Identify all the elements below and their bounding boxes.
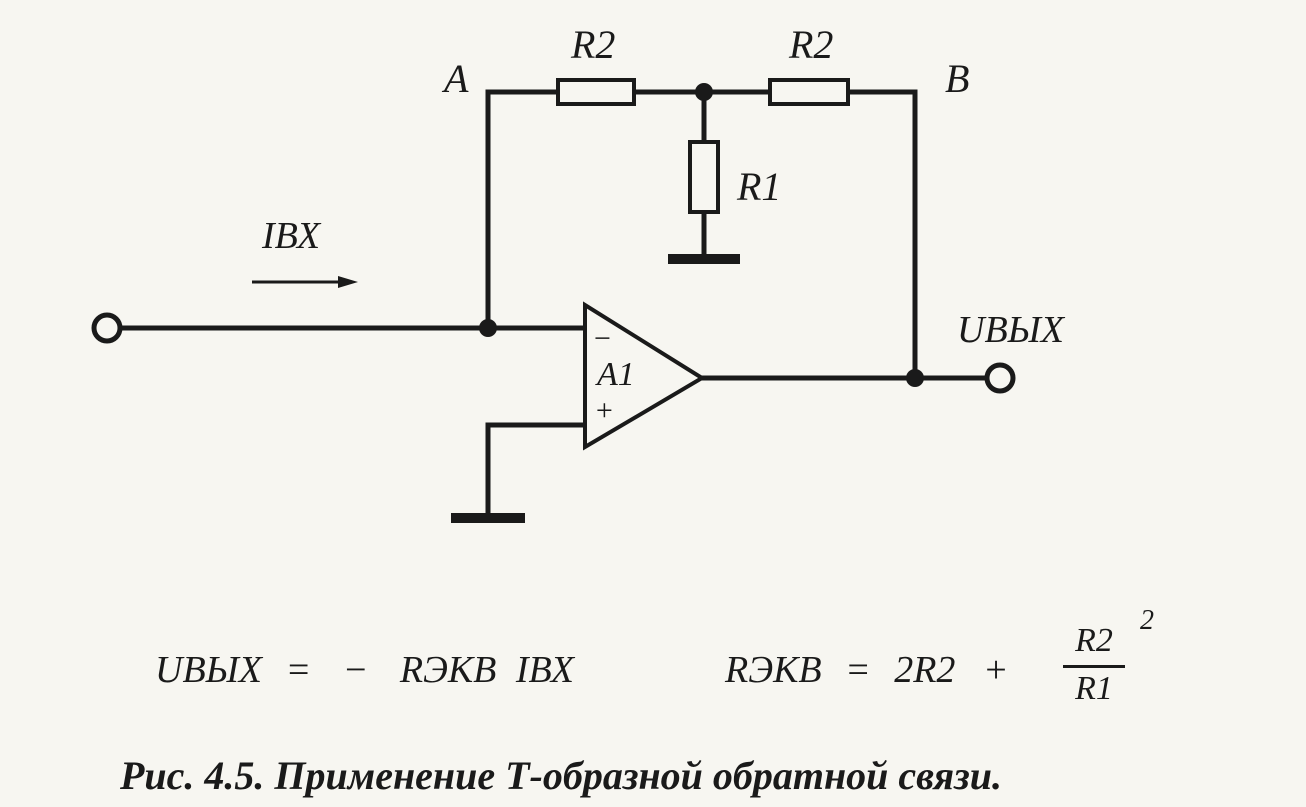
- inverting-input-sign: −: [592, 322, 612, 355]
- resistor-r2-left: [556, 78, 636, 106]
- resistor-r2-right-label: R2: [788, 22, 833, 67]
- junction-node-t: [695, 83, 713, 101]
- input-current-label: IВХ: [261, 215, 322, 257]
- output-formula: UВЫХ = − RЭКВ IВХ: [155, 648, 574, 692]
- junction-node-a: [479, 319, 497, 337]
- resistor-r1: [688, 140, 720, 214]
- resistor-r2-right: [768, 78, 850, 106]
- formula-fraction-numerator: R2: [1075, 622, 1113, 659]
- current-arrow-head: [338, 276, 358, 288]
- resistor-r1-label: R1: [736, 164, 781, 209]
- output-terminal: [984, 362, 1016, 394]
- opamp-label: A1: [595, 356, 635, 393]
- opamp-triangle: [583, 301, 706, 451]
- formula-output-minus: −: [342, 649, 369, 691]
- formula-exponent: 2: [1140, 605, 1154, 636]
- formula-output-equals: =: [285, 649, 312, 691]
- junction-node-b: [906, 369, 924, 387]
- formula-output-r-term: RЭКВ: [399, 649, 497, 691]
- formula-equivalent-plus: +: [982, 649, 1009, 691]
- formula-fraction-denominator: R1: [1075, 670, 1113, 707]
- formula-fraction-bar: [1063, 665, 1125, 668]
- formula-equivalent-equals: =: [845, 649, 871, 691]
- output-voltage-label: UВЫХ: [957, 309, 1066, 351]
- input-terminal: [91, 312, 123, 344]
- figure-caption: Рис. 4.5. Применение Т-образной обратной…: [120, 753, 1002, 798]
- resistor-r2-left-label: R2: [570, 22, 615, 67]
- node-a-label: A: [441, 56, 469, 101]
- equivalent-formula: RЭКВ = 2R2 +: [725, 648, 1009, 692]
- formula-output-lhs: UВЫХ: [155, 649, 263, 691]
- formula-equivalent-lhs: RЭКВ: [725, 649, 822, 691]
- noninverting-input-sign: +: [594, 394, 614, 427]
- node-b-label: B: [945, 56, 969, 101]
- formula-equivalent-first-term: 2R2: [894, 649, 956, 691]
- formula-output-i-term: IВХ: [515, 649, 575, 691]
